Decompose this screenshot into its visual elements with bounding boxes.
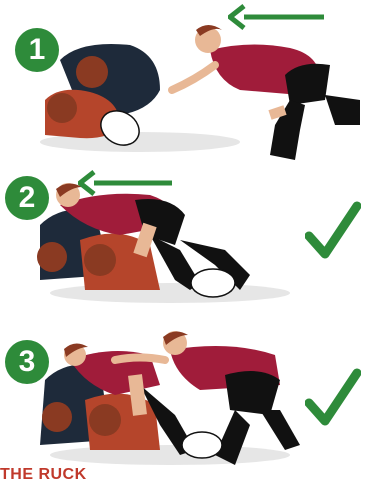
- step-2-badge: 2: [5, 176, 49, 220]
- checkmark-icon: [305, 367, 361, 427]
- step-3-badge: 3: [5, 340, 49, 384]
- step-2-number: 2: [5, 176, 49, 220]
- step-1-panel: 1: [0, 0, 370, 165]
- step-1-badge: 1: [15, 28, 59, 72]
- ruck-label: THE RUCK: [0, 466, 87, 484]
- left-arrow-icon: [78, 170, 172, 196]
- step-2-panel: 2: [0, 165, 370, 315]
- step-1-number: 1: [15, 28, 59, 72]
- left-arrow-icon: [228, 4, 324, 30]
- checkmark-icon: [305, 200, 361, 260]
- step-3-panel: 3: [0, 315, 370, 479]
- step-3-number: 3: [5, 340, 49, 384]
